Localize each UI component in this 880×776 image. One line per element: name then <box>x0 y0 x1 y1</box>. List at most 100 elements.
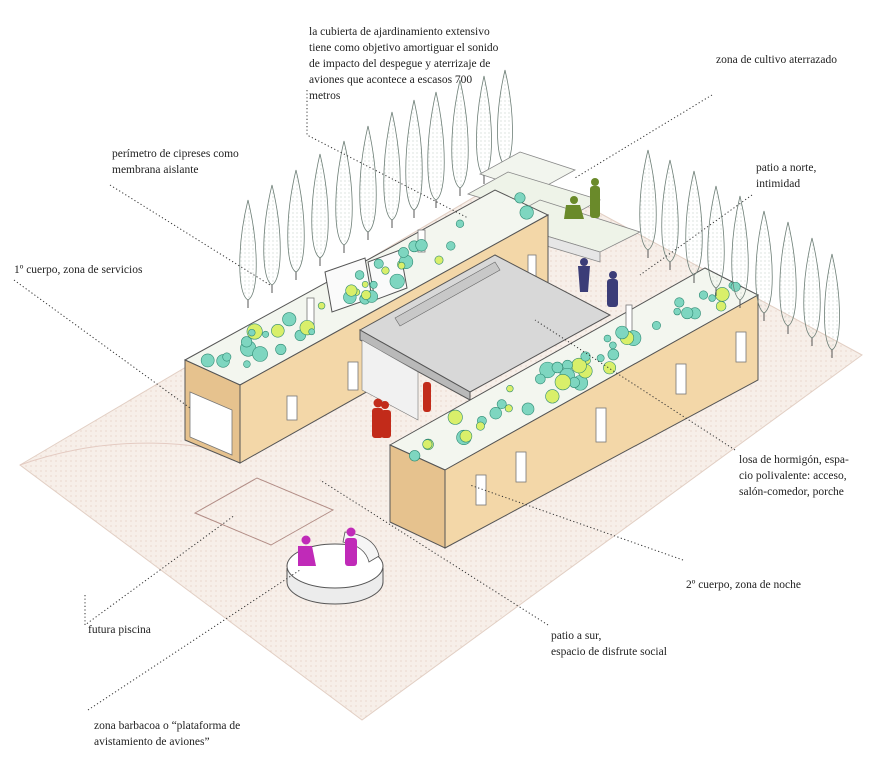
cypress-row-front <box>639 149 840 358</box>
roof-plant <box>715 287 730 302</box>
annotation-north-patio-line: patio a norte, <box>756 162 817 174</box>
roof-plant <box>275 343 287 355</box>
roof-plant <box>446 241 456 251</box>
annotation-slab: losa de hormigón, espa- cio polivalente:… <box>739 452 849 500</box>
annotation-terrace: zona de cultivo aterrazado <box>716 52 837 68</box>
roof-plant <box>354 270 365 280</box>
roof-plant <box>596 354 605 363</box>
roof-plant <box>369 280 378 289</box>
roof-plant <box>551 361 564 374</box>
roof-plant <box>455 219 465 228</box>
leader-lines <box>13 90 753 711</box>
concrete-slab <box>358 254 612 421</box>
roof-plant <box>459 429 473 443</box>
roof-plant <box>708 294 716 302</box>
roof-plant <box>222 352 232 362</box>
roof-plant <box>475 421 485 431</box>
annotation-body1: 1º cuerpo, zona de servicios <box>14 262 142 278</box>
annotation-roof-line: la cubierta de ajardinamiento extensivo <box>309 26 490 38</box>
annotation-south-patio-line: patio a sur, <box>551 630 602 642</box>
roof-plant <box>243 360 251 368</box>
annotation-body1-line: 1º cuerpo, zona de servicios <box>14 264 143 276</box>
annotation-bbq-line: zona barbacoa o “plataforma de <box>94 720 241 732</box>
roof-plant <box>262 330 270 338</box>
roof-plant <box>514 192 526 204</box>
roof-plant <box>681 307 694 320</box>
annotation-slab-line: salón-comedor, porche <box>739 486 844 498</box>
person-red-1 <box>372 398 383 438</box>
annotation-slab-line: cio polivalente: acceso, <box>739 470 847 482</box>
roof-plant <box>389 273 405 289</box>
roof-plant <box>317 302 326 310</box>
roof-plant <box>422 439 433 450</box>
roof-plant <box>434 255 444 265</box>
person-green-kneeling <box>564 196 584 219</box>
roof-plant <box>504 404 513 413</box>
roof-plant <box>652 321 661 330</box>
annotation-bbq: zona barbacoa o “plataforma de avistamie… <box>94 718 240 750</box>
person-magenta-2 <box>345 527 357 566</box>
roof-plant <box>398 247 409 258</box>
roof-plant <box>609 341 617 350</box>
person-red-3 <box>423 382 431 412</box>
roof-plant <box>580 351 591 362</box>
roof-plant <box>447 409 463 425</box>
bbq-platform <box>286 527 384 605</box>
annotation-roof-line: metros <box>309 90 341 102</box>
roof-plant <box>248 328 256 337</box>
annotation-body2-line: 2º cuerpo, zona de noche <box>686 579 801 591</box>
roof-plant <box>241 336 253 348</box>
roof-plant <box>521 402 535 416</box>
annotation-bbq-line: avistamiento de aviones” <box>94 736 210 748</box>
roof-plant <box>415 239 428 252</box>
roof-plant <box>373 258 384 269</box>
roof-plant <box>615 325 629 340</box>
person-magenta-1 <box>298 535 316 566</box>
annotation-slab-line: losa de hormigón, espa- <box>739 454 849 466</box>
person-navy-1 <box>578 258 590 292</box>
roof-plant <box>381 266 390 275</box>
roof-plant <box>361 289 372 300</box>
person-red-2 <box>381 401 391 438</box>
annotation-body2: 2º cuerpo, zona de noche <box>686 577 801 593</box>
person-navy-2 <box>607 271 618 307</box>
annotation-north-patio: patio a norte, intimidad <box>756 160 816 192</box>
roof-plant <box>345 284 358 297</box>
roof-plant <box>252 346 268 362</box>
person-green-standing <box>590 178 600 218</box>
roof-plant <box>698 290 709 300</box>
annotation-roof-line: tiene como objetivo amortiguar el sonido <box>309 42 499 54</box>
annotation-cypress: perímetro de cipreses como membrana aisl… <box>112 146 239 178</box>
roof-plant <box>271 324 285 338</box>
pool-outline <box>193 477 335 546</box>
annotation-south-patio: patio a sur, espacio de disfrute social <box>551 628 667 660</box>
roof-plant <box>506 385 514 393</box>
roof-plant <box>397 261 406 270</box>
roof-plant <box>673 307 681 316</box>
annotation-roof-line: aviones que acontece a escasos 700 <box>309 74 473 86</box>
annotation-roof: la cubierta de ajardinamiento extensivo … <box>309 24 498 104</box>
roof-plant <box>496 399 507 410</box>
green-roof-vegetation <box>200 192 741 462</box>
roof-plant <box>308 328 316 336</box>
roof-plant <box>200 353 215 368</box>
people <box>372 178 618 438</box>
roof-plant <box>361 281 369 288</box>
roof-plant <box>674 297 685 308</box>
roof-plant <box>607 348 620 361</box>
annotation-pool: futura piscina <box>88 622 151 638</box>
roof-plant <box>489 407 502 420</box>
roof-plant <box>282 312 297 327</box>
roof-plant <box>545 389 560 404</box>
roof-plant <box>603 334 612 343</box>
annotation-south-patio-line: espacio de disfrute social <box>551 646 667 658</box>
annotation-cypress-line: perímetro de cipreses como <box>112 148 239 160</box>
roof-plant <box>603 361 617 375</box>
roof-plant <box>519 205 534 220</box>
annotation-pool-line: futura piscina <box>88 624 151 636</box>
roof-plant <box>409 450 421 462</box>
annotation-roof-line: de impacto del despegue y aterrizaje de <box>309 58 491 70</box>
cypress-row <box>239 69 513 308</box>
annotation-terrace-line: zona de cultivo aterrazado <box>716 54 838 66</box>
